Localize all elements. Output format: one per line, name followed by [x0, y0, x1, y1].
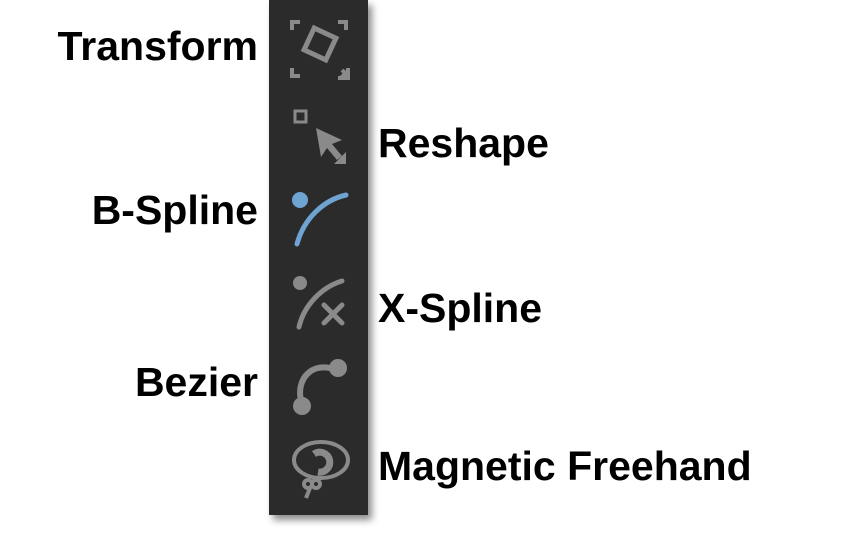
transform-tool-button[interactable] [284, 14, 354, 84]
transform-icon [290, 20, 350, 80]
reshape-icon [293, 109, 346, 164]
bezier-icon [293, 359, 347, 415]
magnetic-freehand-label: Magnetic Freehand [378, 443, 752, 489]
transform-label: Transform [57, 23, 259, 69]
reshape-label: Reshape [378, 120, 549, 166]
magnetic-freehand-icon [292, 440, 350, 499]
b-spline-icon [292, 192, 349, 247]
bezier-tool-button[interactable] [284, 350, 354, 420]
x-spline-label: X-Spline [378, 285, 543, 331]
reshape-tool-button[interactable] [284, 100, 354, 170]
x-spline-icon [293, 276, 345, 330]
x-spline-tool-button[interactable] [284, 265, 354, 335]
tool-toolbar [269, 0, 368, 515]
b-spline-label: B-Spline [91, 187, 258, 233]
magnetic-freehand-tool-button[interactable] [284, 430, 354, 500]
bezier-label: Bezier [134, 359, 258, 405]
b-spline-tool-button[interactable] [284, 180, 354, 250]
